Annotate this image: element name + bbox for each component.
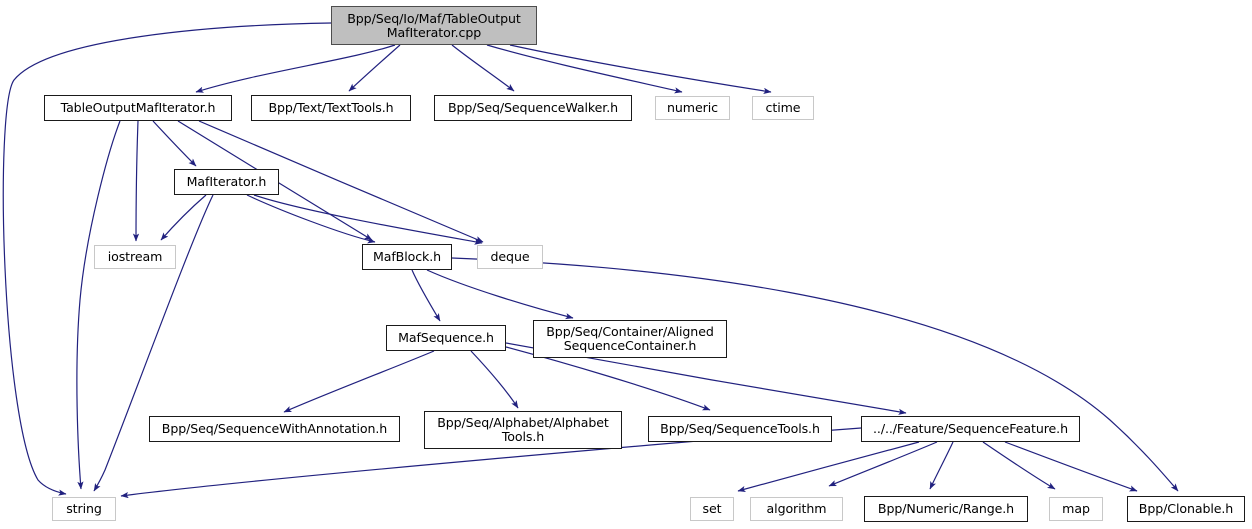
node-string[interactable]: string — [52, 497, 116, 521]
node-label-seqtools: Bpp/Seq/SequenceTools.h — [660, 421, 820, 437]
node-seqannot[interactable]: Bpp/Seq/SequenceWithAnnotation.h — [149, 416, 400, 442]
node-label-string: string — [66, 501, 102, 517]
node-mafseq[interactable]: MafSequence.h — [386, 325, 506, 351]
edge-mafiter-to-mafblock — [246, 194, 376, 244]
node-label-root: Bpp/Seq/Io/Maf/TableOutput MafIterator.c… — [347, 10, 521, 40]
edge-tomi-to-string — [76, 120, 121, 490]
node-texttools[interactable]: Bpp/Text/TextTools.h — [251, 95, 411, 121]
edge-seqfeature-to-range — [929, 441, 954, 490]
edge-root-to-tomi — [195, 44, 396, 93]
node-seqtools[interactable]: Bpp/Seq/SequenceTools.h — [648, 416, 832, 442]
edge-seqfeature-to-algorithm — [828, 441, 938, 487]
node-label-alphatools: Bpp/Seq/Alphabet/Alphabet Tools.h — [437, 415, 609, 444]
edge-mafseq-to-seqtools — [505, 346, 711, 411]
node-label-ctime: ctime — [765, 100, 801, 116]
node-label-seqannot: Bpp/Seq/SequenceWithAnnotation.h — [161, 421, 388, 437]
edge-tomi-to-iostream — [132, 120, 140, 242]
node-seqwalker[interactable]: Bpp/Seq/SequenceWalker.h — [434, 95, 632, 121]
edge-tomi-to-deque — [198, 120, 484, 243]
edge-seqfeature-to-clonable — [1004, 441, 1138, 492]
edge-mafiter-to-iostream — [160, 194, 207, 241]
node-label-seqfeature: ../../Feature/SequenceFeature.h — [873, 421, 1068, 437]
edge-mafblock-to-alignedsc — [426, 269, 574, 320]
node-alphatools[interactable]: Bpp/Seq/Alphabet/Alphabet Tools.h — [424, 411, 622, 449]
node-tomi[interactable]: TableOutputMafIterator.h — [44, 95, 232, 121]
node-label-mafiter: MafIterator.h — [186, 174, 267, 190]
node-label-map: map — [1062, 501, 1090, 517]
node-label-deque: deque — [490, 249, 530, 265]
edge-mafblock-to-clonable — [451, 257, 1179, 492]
edge-root-to-texttools — [348, 44, 401, 92]
edge-tomi-to-mafiter — [152, 120, 197, 167]
edge-mafseq-to-seqannot — [283, 350, 435, 413]
node-label-clonable: Bpp/Clonable.h — [1138, 501, 1234, 517]
edge-mafblock-to-mafseq — [411, 269, 441, 322]
node-label-tomi: TableOutputMafIterator.h — [60, 100, 216, 116]
edge-seqfeature-to-set — [737, 441, 920, 493]
edges-group — [2, 22, 1179, 499]
edge-root-to-string — [2, 22, 332, 496]
edge-root-to-seqwalker — [451, 44, 515, 92]
node-clonable[interactable]: Bpp/Clonable.h — [1127, 496, 1245, 522]
node-label-mafblock: MafBlock.h — [372, 249, 442, 265]
node-map[interactable]: map — [1049, 497, 1103, 521]
node-deque[interactable]: deque — [477, 245, 543, 269]
node-label-seqwalker: Bpp/Seq/SequenceWalker.h — [447, 100, 619, 116]
node-set[interactable]: set — [690, 497, 734, 521]
node-seqfeature[interactable]: ../../Feature/SequenceFeature.h — [861, 416, 1080, 442]
node-ctime[interactable]: ctime — [752, 96, 814, 120]
node-label-mafseq: MafSequence.h — [398, 330, 494, 346]
node-label-numeric: numeric — [667, 100, 718, 116]
node-label-iostream: iostream — [107, 249, 163, 265]
node-algorithm[interactable]: algorithm — [750, 497, 843, 521]
edge-root-to-numeric — [486, 44, 683, 94]
edge-mafiter-to-deque — [253, 194, 483, 245]
node-alignedsc[interactable]: Bpp/Seq/Container/Aligned SequenceContai… — [533, 320, 727, 358]
node-root: Bpp/Seq/Io/Maf/TableOutput MafIterator.c… — [331, 6, 537, 45]
node-iostream[interactable]: iostream — [94, 245, 176, 269]
edge-mafseq-to-alphatools — [470, 350, 519, 409]
node-label-range: Bpp/Numeric/Range.h — [877, 501, 1015, 517]
node-numeric[interactable]: numeric — [655, 96, 730, 120]
edge-root-to-ctime — [509, 44, 772, 94]
node-mafblock[interactable]: MafBlock.h — [362, 244, 452, 270]
edge-mafiter-to-string — [93, 194, 214, 492]
node-label-algorithm: algorithm — [766, 501, 827, 517]
node-label-alignedsc: Bpp/Seq/Container/Aligned SequenceContai… — [546, 324, 714, 353]
node-mafiter[interactable]: MafIterator.h — [174, 169, 279, 195]
node-range[interactable]: Bpp/Numeric/Range.h — [864, 496, 1028, 522]
edge-seqfeature-to-map — [982, 441, 1056, 490]
node-label-texttools: Bpp/Text/TextTools.h — [268, 100, 394, 116]
node-label-set: set — [702, 501, 722, 517]
